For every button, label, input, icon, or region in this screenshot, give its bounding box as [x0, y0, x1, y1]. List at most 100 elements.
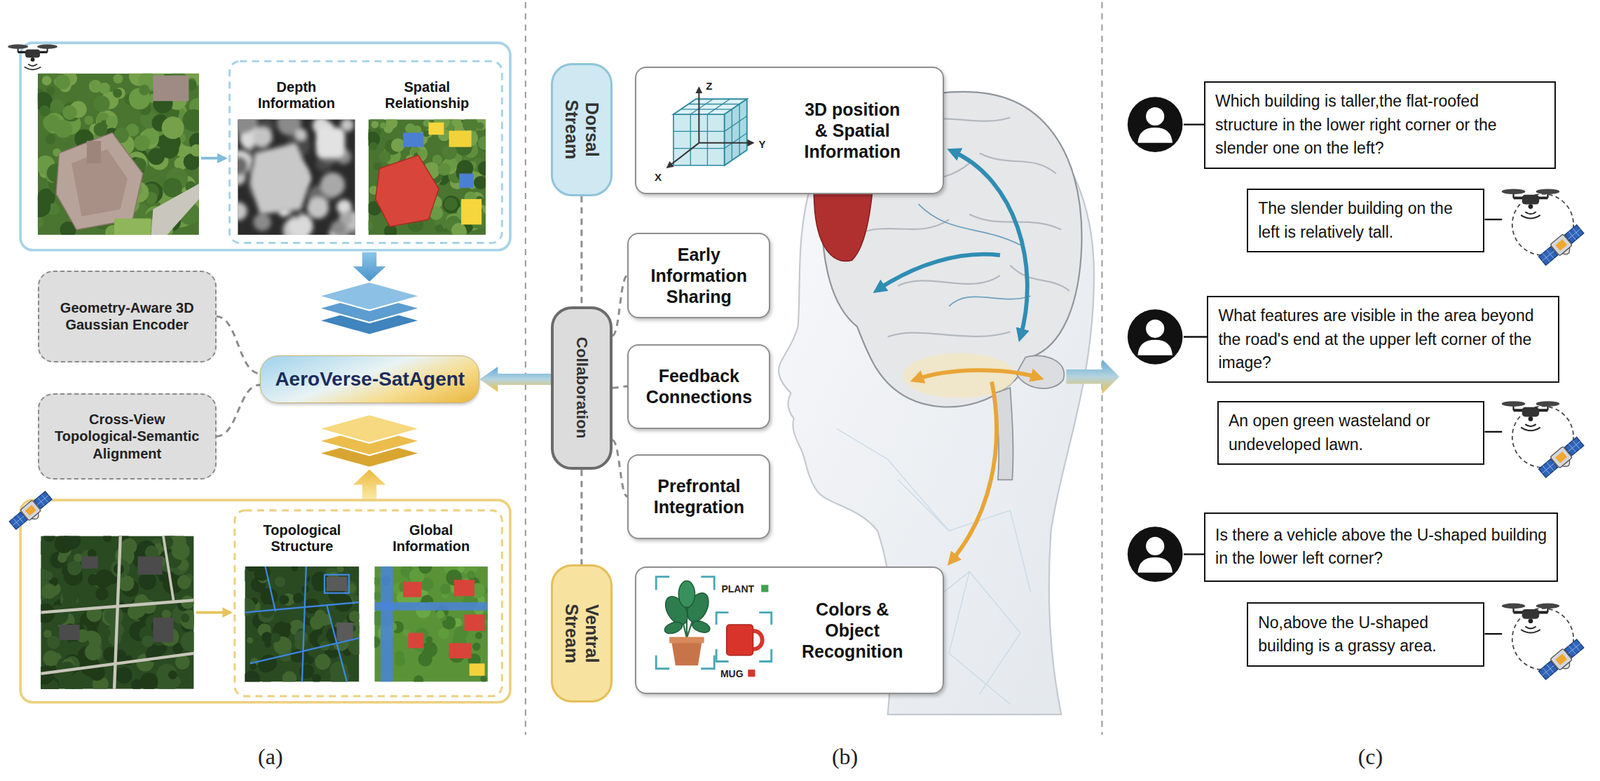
node-text: Spatial Relationship — [374, 79, 480, 112]
foliage-blob — [237, 201, 247, 221]
question-box: Is there a vehicle above the U-shaped bu… — [1204, 512, 1558, 582]
foliage-blob — [147, 147, 165, 165]
function-box: Colors & Object Recognition — [634, 566, 945, 694]
answer-box: An open green wasteland or undeveloped l… — [1217, 400, 1485, 465]
foliage-blob — [175, 654, 190, 670]
foliage-blob — [112, 88, 122, 98]
foliage-blob — [442, 145, 457, 160]
foliage-blob — [93, 95, 111, 113]
foliage-blob — [162, 178, 183, 198]
question-box: What features are visible in the area be… — [1206, 295, 1559, 383]
foliage-blob — [295, 128, 307, 141]
foliage-blob — [297, 566, 310, 579]
cube-icon — [667, 87, 753, 168]
dialogue-icons — [1127, 96, 1588, 684]
foliage-blob — [95, 587, 109, 601]
depth-map — [237, 119, 355, 235]
foliage-blob — [42, 583, 57, 599]
foliage-blob — [113, 73, 124, 84]
image-panel: Depth Information — [237, 77, 355, 235]
foliage-blob — [180, 631, 195, 652]
topology-map — [244, 566, 359, 682]
node-text: Geometry-Aware 3D Gaussian Encoder — [46, 299, 209, 334]
foliage-blob — [435, 609, 445, 619]
node-text: Topological Structure — [249, 522, 355, 555]
satellite-photo — [40, 535, 194, 689]
foliage-blob — [346, 583, 356, 593]
foliage-blob — [89, 79, 103, 94]
foliage-blob — [379, 150, 392, 163]
foliage-blob — [180, 609, 194, 629]
node-text: Collaboration — [572, 310, 591, 465]
foliage-blob — [374, 636, 380, 648]
question-box: Which building is taller,the flat-roofed… — [1204, 81, 1556, 169]
foliage-blob — [368, 220, 374, 231]
foliage-blob — [84, 115, 94, 125]
foliage-blob — [352, 594, 359, 601]
foliage-blob — [274, 576, 286, 587]
axis-label: Y — [759, 138, 767, 150]
foliage-blob — [140, 672, 159, 689]
dashed-link — [216, 384, 261, 437]
foliage-blob — [477, 135, 486, 150]
node-text: Cross-View Topological-Semantic Alignmen… — [46, 410, 209, 462]
uav-branch — [7, 42, 511, 251]
foliage-blob — [391, 138, 406, 153]
foliage-blob — [418, 566, 432, 574]
node-text: Global Information — [378, 522, 484, 555]
foliage-blob — [237, 119, 252, 134]
stream-pill: Ventral Stream — [550, 564, 612, 703]
node-text: What features are visible in the area be… — [1218, 304, 1548, 375]
foliage-blob — [50, 551, 68, 569]
foliage-blob — [171, 541, 190, 560]
dashed-link — [216, 316, 261, 374]
foliage-blob — [349, 610, 360, 622]
foliage-blob — [141, 634, 154, 647]
foliage-blob — [244, 569, 251, 581]
agent-pill: AeroVerse-SatAgent — [260, 355, 480, 403]
foliage-blob — [480, 675, 488, 682]
foliage-blob — [138, 571, 157, 590]
foliage-blob — [466, 570, 476, 579]
foliage-blob — [282, 670, 297, 682]
node-text: Ventral Stream — [561, 590, 603, 675]
foliage-blob — [270, 632, 281, 642]
panel-label: (c) — [1358, 742, 1384, 769]
node-text: The slender building on the left is rela… — [1257, 196, 1474, 244]
foliage-blob — [43, 535, 55, 542]
node-text: Feedback Connections — [634, 365, 764, 408]
foliage-blob — [385, 119, 398, 129]
image-panel: Spatial Relationship — [368, 77, 486, 235]
flow-arrow — [479, 366, 551, 392]
foliage-blob — [37, 196, 51, 218]
foliage-blob — [438, 162, 451, 176]
foliage-blob — [95, 569, 113, 587]
node-text: Depth Information — [243, 79, 350, 112]
panel-label: (a) — [257, 742, 284, 769]
foliage-blob — [473, 175, 486, 190]
foliage-blob — [248, 604, 256, 611]
foliage-blob — [54, 119, 73, 139]
foliage-blob — [320, 172, 345, 197]
box-fill — [634, 66, 945, 195]
dashed-link — [612, 440, 628, 497]
foliage-blob — [305, 655, 314, 665]
foliage-blob — [37, 215, 45, 229]
foliage-blob — [161, 116, 185, 139]
foliage-blob — [371, 120, 379, 128]
foliage-blob — [168, 669, 178, 680]
node-text: An open green wasteland or undeveloped l… — [1228, 409, 1474, 457]
foliage-blob — [438, 627, 450, 640]
node-text: 3D position & Spatial Information — [799, 98, 905, 162]
foliage-blob — [133, 135, 150, 152]
collaboration-pill: Collaboration — [550, 306, 612, 470]
dashed-link — [580, 469, 583, 565]
flow-arrow — [1066, 359, 1120, 395]
stream-pill: Dorsal Stream — [550, 63, 612, 196]
node-text: No,above the U-shaped building is a gras… — [1257, 611, 1474, 659]
foliage-blob — [435, 224, 444, 233]
node-text: Early Information Sharing — [634, 243, 764, 307]
axis-label: X — [654, 170, 662, 183]
